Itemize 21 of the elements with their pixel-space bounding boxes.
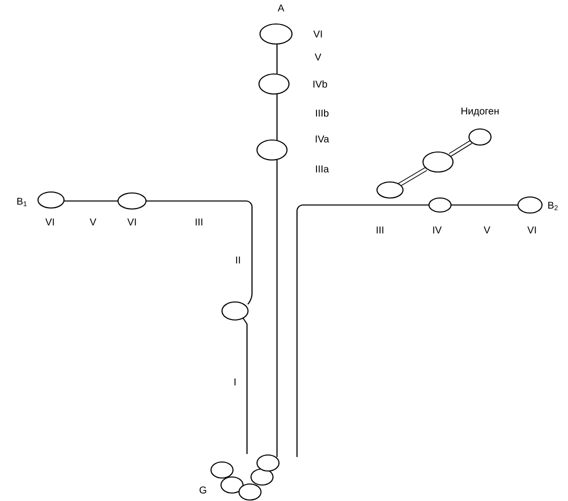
- domain-label: VI: [527, 226, 536, 234]
- domain-label: VI: [45, 218, 54, 226]
- domain-label: III: [376, 226, 384, 234]
- domain-label: B$_{1}$: [17, 198, 27, 206]
- domain-label: A: [278, 4, 284, 12]
- domain-label: VI: [313, 30, 322, 38]
- domain-label: III: [196, 218, 202, 226]
- domain-label: V: [90, 218, 96, 226]
- domain-label: IVb: [313, 80, 328, 88]
- domain-label: Нидоген: [462, 108, 499, 116]
- domain-label: IIIb: [316, 109, 329, 117]
- domain-label: I: [234, 378, 236, 386]
- domain-label: IVa: [316, 136, 330, 142]
- domain-label: II: [236, 256, 240, 264]
- domain-label: V: [484, 226, 490, 234]
- domain-label: IV: [433, 226, 442, 234]
- domain-label: VI: [127, 218, 136, 226]
- domain-label: V: [314, 54, 322, 60]
- domain-label: G: [200, 486, 206, 494]
- domain-label: B$_{2}$: [548, 202, 558, 210]
- domain-label: IIIa: [316, 166, 329, 172]
